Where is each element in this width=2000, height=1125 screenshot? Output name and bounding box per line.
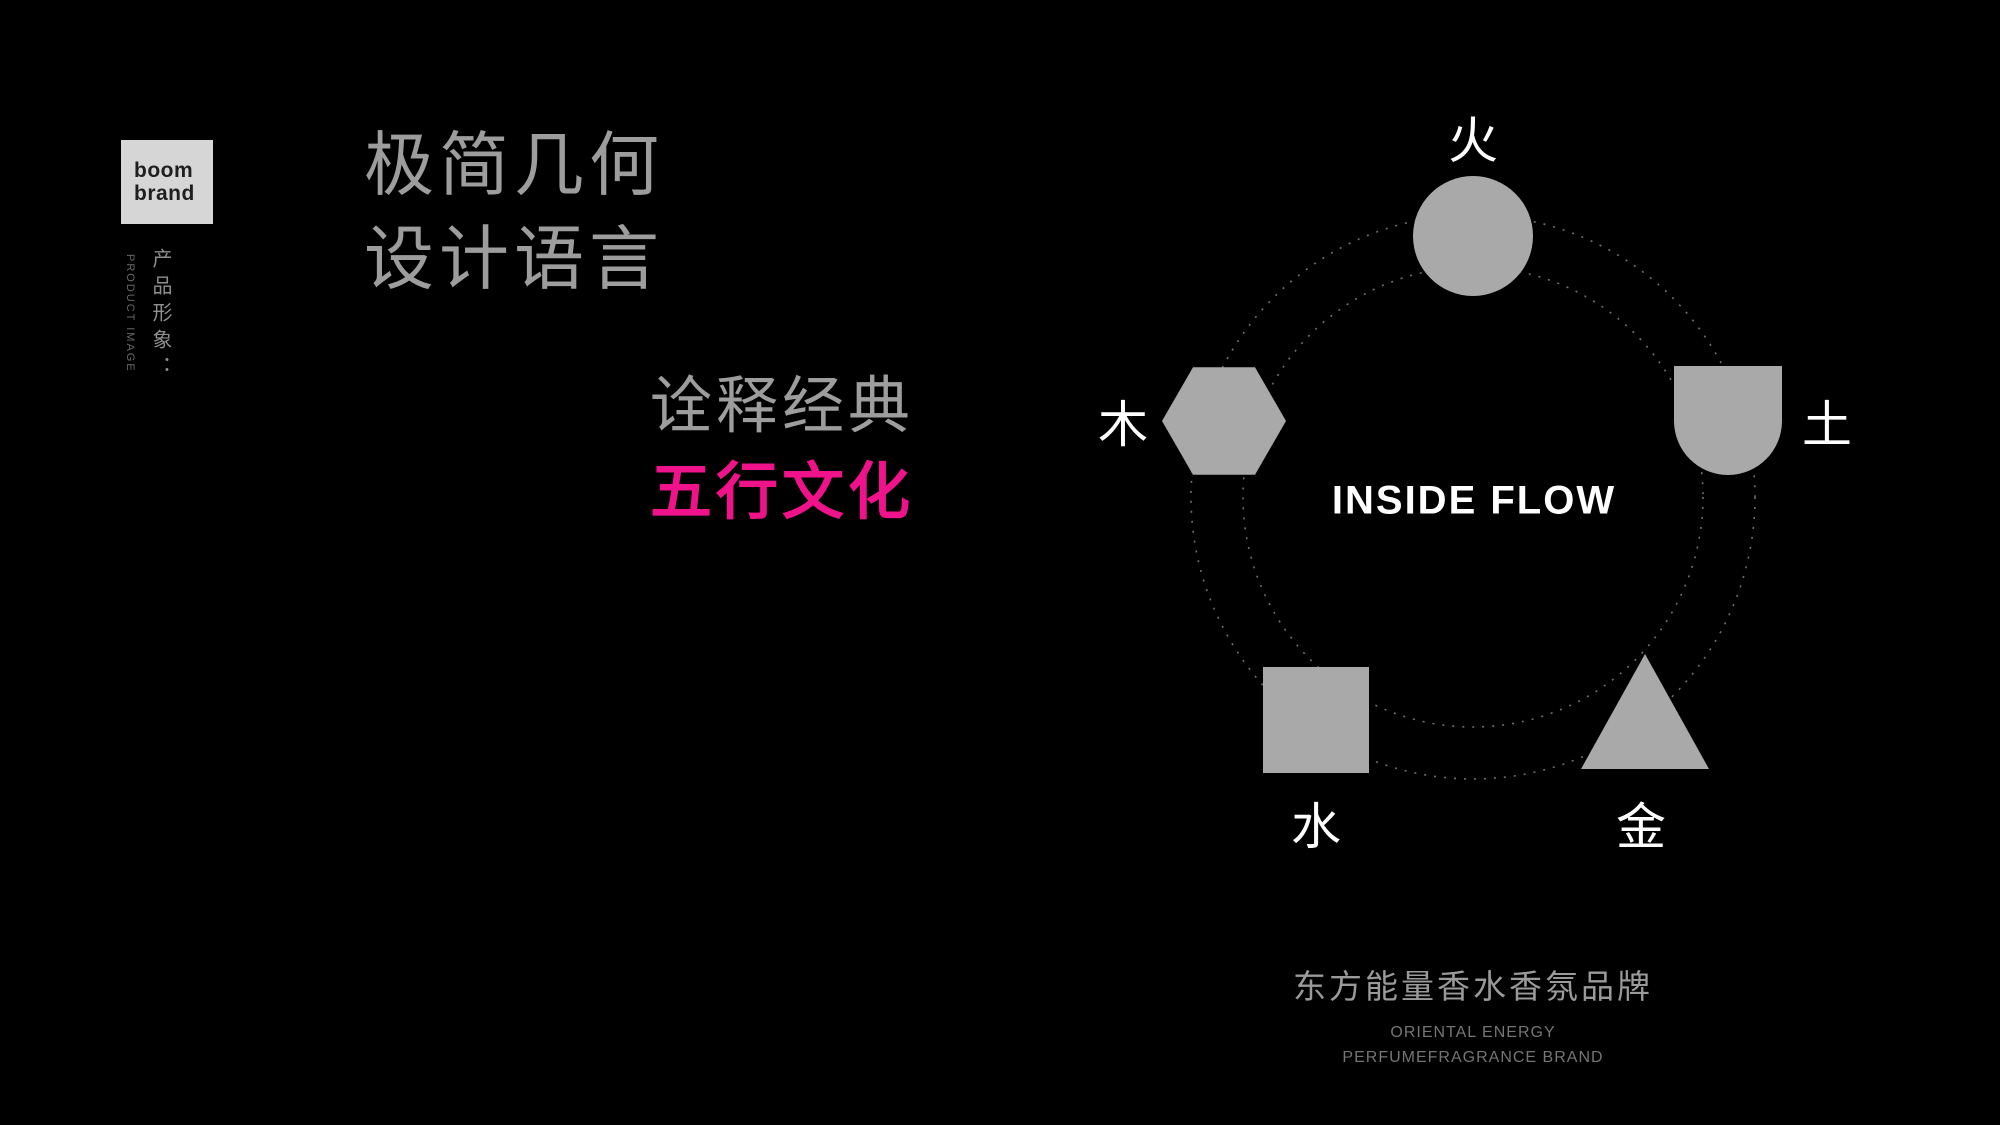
fire-label: 火: [1448, 113, 1498, 169]
outer-dotted-ring: [1190, 214, 1756, 780]
fire-circle-shape: [1413, 176, 1533, 296]
metal-triangle-shape: [1581, 654, 1709, 769]
wood-label: 木: [1098, 397, 1148, 453]
water-square-shape: [1263, 667, 1369, 773]
five-elements-diagram: 火 土 金 水 木 INSIDE FLOW: [1093, 113, 1853, 877]
five-elements-diagram-graphic: [1162, 176, 1782, 780]
main-headline-line2: 设计语言: [364, 220, 664, 298]
metal-label: 金: [1616, 799, 1666, 855]
water-label: 水: [1291, 799, 1341, 855]
diagram-center-label: INSIDE FLOW: [1331, 478, 1617, 523]
earth-arch-shape: [1674, 366, 1782, 475]
earth-label: 土: [1802, 397, 1852, 453]
tagline-line2-accent: 五行文化: [650, 458, 915, 527]
footer-cn-text: 东方能量香水香氛品牌: [1293, 968, 1653, 1005]
brand-logo-line1: boom: [134, 159, 194, 182]
footer-brand-description: 东方能量香水香氛品牌 ORIENTAL ENERGY PERFUMEFRAGRA…: [1293, 960, 1653, 1070]
main-headline: 极简几何 设计语言: [364, 118, 664, 306]
tagline-line1: 诠释经典: [650, 372, 915, 441]
inner-dotted-ring: [1242, 266, 1704, 728]
side-label-cn: 产品形象：: [149, 248, 171, 383]
brand-logo-line2: brand: [134, 182, 195, 205]
brand-logo: boom brand: [121, 140, 213, 224]
footer-en-line2: PERFUMEFRAGRANCE BRAND: [1342, 1049, 1604, 1066]
footer-en-line1: ORIENTAL ENERGY: [1390, 1024, 1556, 1041]
tagline: 诠释经典 五行文化: [650, 364, 914, 536]
wood-hexagon-shape: [1162, 367, 1286, 475]
side-label-en: PRODUCT IMAGE: [124, 254, 136, 373]
main-headline-line1: 极简几何: [364, 126, 664, 204]
